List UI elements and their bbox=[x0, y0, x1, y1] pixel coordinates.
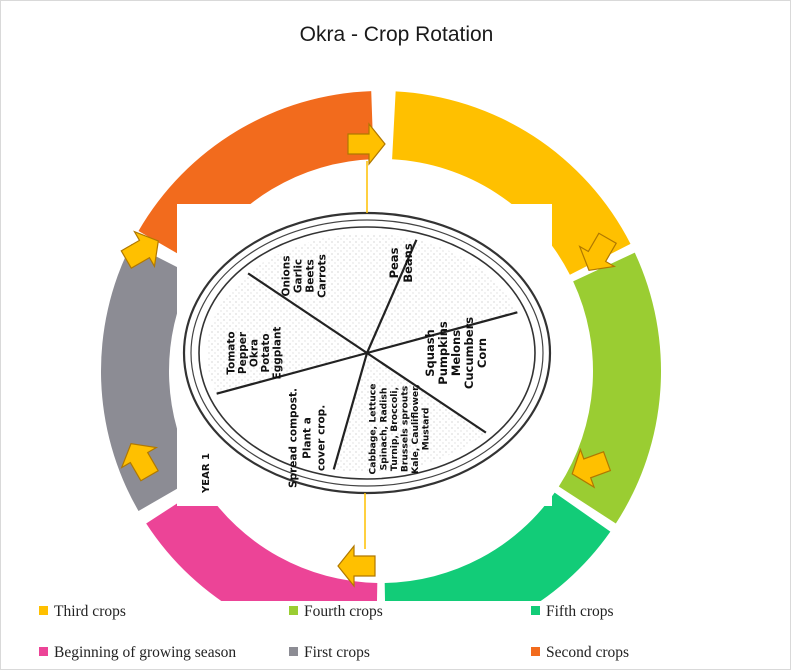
legend-swatch bbox=[531, 606, 540, 615]
legend-swatch bbox=[289, 606, 298, 615]
legend-item-fourth-crops: Fourth crops bbox=[289, 603, 383, 621]
legend-label: Third crops bbox=[54, 603, 126, 620]
legend-label: First crops bbox=[304, 644, 370, 661]
wedge-text-line: Okra bbox=[249, 339, 261, 367]
wedge-text-line: Brussels sprouts bbox=[400, 385, 411, 472]
legend-swatch bbox=[39, 606, 48, 615]
rotation-arrow-6 bbox=[120, 230, 159, 269]
plate-divider bbox=[365, 239, 418, 354]
plate-divider bbox=[216, 351, 368, 395]
plate-divider bbox=[366, 352, 487, 434]
rotation-arrow-2 bbox=[578, 232, 617, 271]
wedge-text-line: Corn bbox=[475, 338, 489, 368]
wedge-text-line: Eggplant bbox=[272, 327, 284, 380]
legend-swatch bbox=[39, 647, 48, 656]
wedge-text-line: Onions bbox=[281, 256, 293, 297]
wedge-text-line: Beets bbox=[305, 259, 317, 293]
plate-rim-middle bbox=[190, 219, 544, 487]
rotation-ring bbox=[101, 91, 661, 601]
wedge-text-line: Cucumbers bbox=[462, 317, 476, 389]
wedge-text-line: Carrots bbox=[317, 254, 329, 298]
wedge-text-line: Spinach, Radish bbox=[378, 388, 389, 471]
rotation-arrow-5 bbox=[120, 443, 159, 482]
rotation-arrow-1 bbox=[347, 122, 386, 166]
wedge-text-line: Kale, Cauliflower, bbox=[410, 384, 421, 474]
ring-segment-fifth-crops bbox=[384, 492, 611, 601]
wedge-shade-cabbage bbox=[333, 353, 486, 473]
ring-segment-beginning-of-growing-season bbox=[146, 486, 378, 601]
ring-segment-fourth-crops bbox=[558, 252, 661, 524]
ring-segment-first-crops bbox=[101, 243, 198, 511]
legend-item-fifth-crops: Fifth crops bbox=[531, 603, 614, 621]
wedge-text-line: Squash bbox=[423, 329, 437, 377]
wedge-text-line: Mustard bbox=[421, 408, 432, 451]
wedge-text-line: Turnip, Broccoli, bbox=[389, 387, 400, 471]
wedge-text-line: Potato bbox=[260, 333, 272, 372]
legend-item-beginning-of-growing-season: Beginning of growing season bbox=[39, 644, 236, 662]
year-label: YEAR 1 bbox=[201, 453, 212, 494]
wedge-text-line: cover crop. bbox=[316, 405, 328, 471]
wedge-shade-onions bbox=[248, 234, 417, 353]
legend-label: Fifth crops bbox=[546, 603, 614, 620]
rotation-arrow-4 bbox=[337, 544, 376, 588]
wedge-text-line: Melons bbox=[449, 330, 463, 376]
rotation-arrow-3 bbox=[571, 447, 612, 489]
plate-divider bbox=[247, 272, 368, 354]
wedge-text-line: Pumpkins bbox=[436, 321, 450, 385]
legend-item-third-crops: Third crops bbox=[39, 603, 126, 621]
plate-divider bbox=[366, 311, 518, 355]
legend-label: Second crops bbox=[546, 644, 630, 661]
ring-segment-third-crops bbox=[392, 91, 631, 275]
legend-swatch bbox=[289, 647, 298, 656]
diagram-title: Okra - Crop Rotation bbox=[299, 23, 494, 46]
wedge-text-line: Peas bbox=[387, 247, 401, 278]
legend-item-second-crops: Second crops bbox=[531, 644, 629, 662]
wedge-text-line: Cabbage, Lettuce bbox=[368, 384, 379, 475]
wedge-text-line: Garlic bbox=[293, 259, 305, 293]
wedge-text-line: Pepper bbox=[237, 331, 249, 374]
legend-label: Fourth crops bbox=[304, 603, 383, 620]
legend-item-first-crops: First crops bbox=[289, 644, 370, 662]
wedge-text-line: Beans bbox=[401, 243, 415, 283]
wedge-text-line: Tomato bbox=[226, 331, 238, 374]
plate-divider bbox=[332, 352, 369, 470]
legend-label: Beginning of growing season bbox=[54, 644, 237, 661]
wedge-text-line: Spread compost. bbox=[288, 388, 300, 488]
wedge-text-line: Plant a bbox=[302, 417, 314, 459]
legend-swatch bbox=[531, 647, 540, 656]
rotation-arrows bbox=[120, 122, 617, 588]
